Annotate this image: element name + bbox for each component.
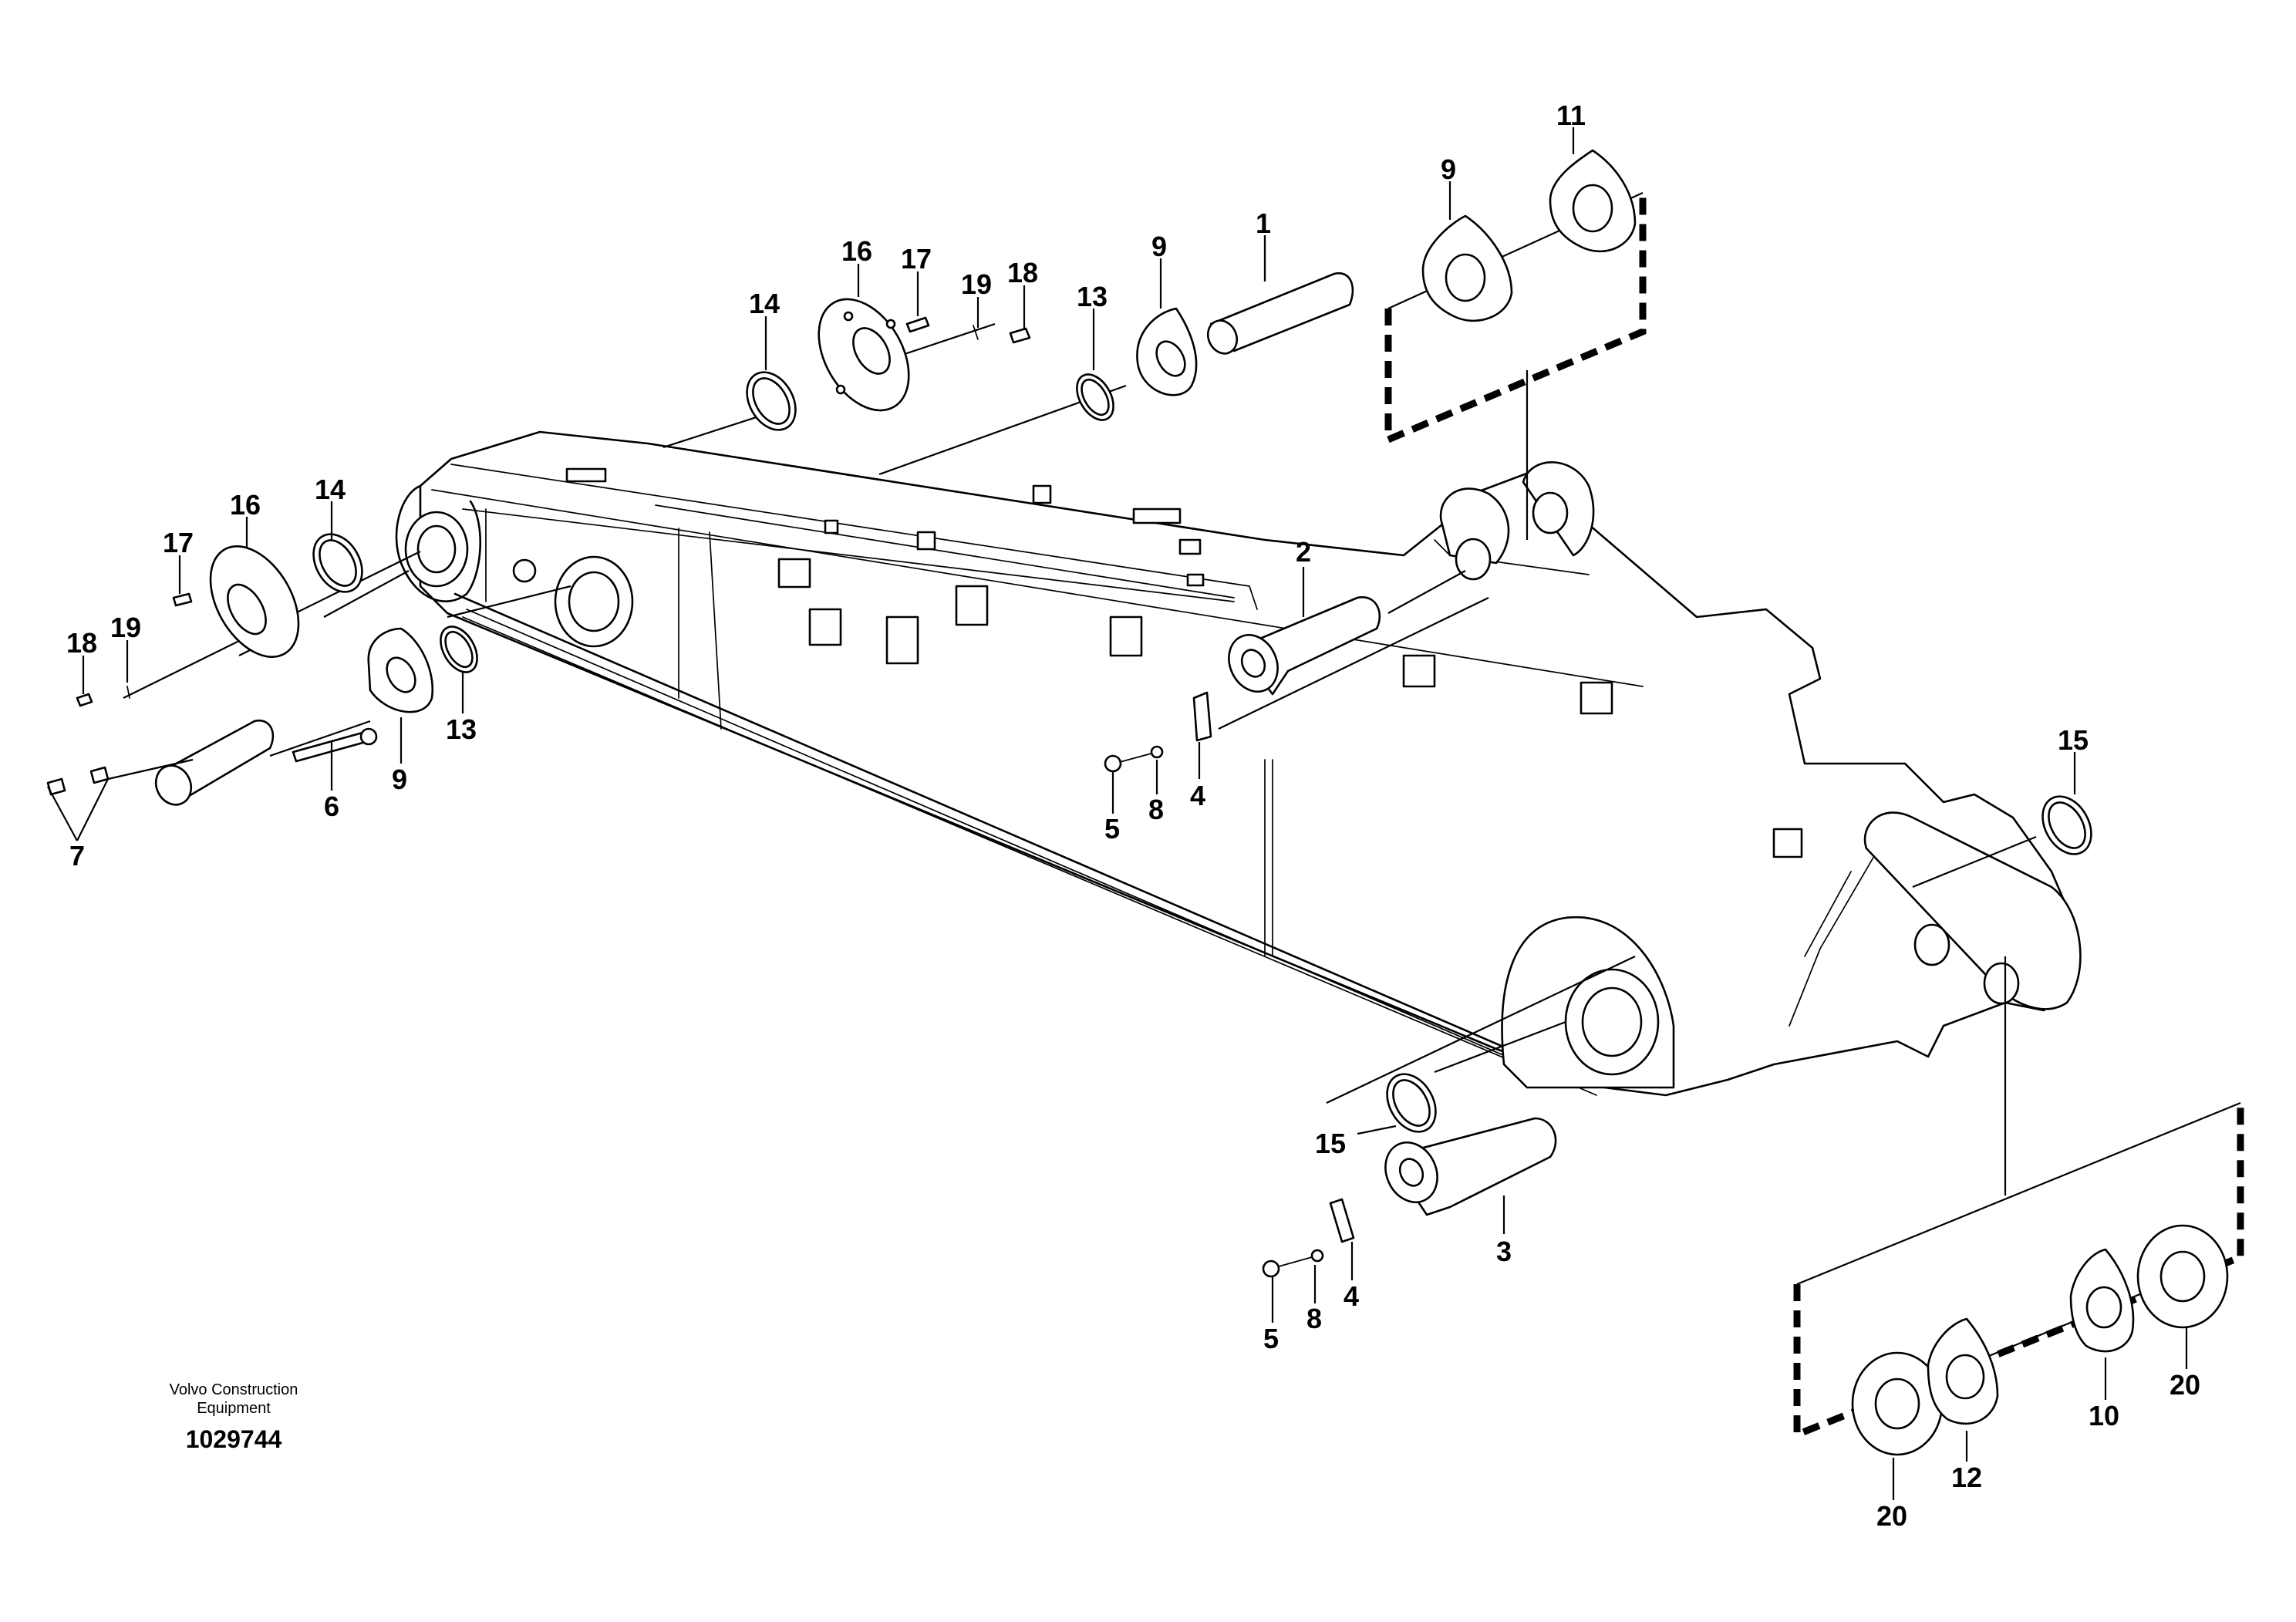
callout-5-lower: 5 [1263, 1323, 1279, 1354]
figure-number: 1029744 [185, 1425, 282, 1453]
callout-20-right: 20 [2170, 1369, 2200, 1401]
callout-labels: 1 2 3 4 4 5 5 6 7 8 8 9 9 9 10 11 12 13 … [66, 99, 2200, 1532]
callout-9-left: 9 [392, 764, 407, 795]
callout-leaders [47, 127, 2188, 1500]
part-4-lock-plate-upper [1192, 691, 1212, 742]
callout-9-upper: 9 [1151, 231, 1167, 262]
callout-14-left: 14 [315, 474, 346, 505]
callout-15-right: 15 [2058, 724, 2089, 756]
front-pin-assembly-left [46, 533, 571, 806]
callout-7: 7 [69, 840, 85, 872]
callout-6: 6 [324, 791, 339, 822]
callout-1: 1 [1256, 207, 1271, 239]
part-1-pin [1209, 271, 1354, 352]
callout-16-upper: 16 [841, 235, 872, 267]
callout-3: 3 [1496, 1236, 1512, 1267]
callout-17-left: 17 [163, 527, 194, 558]
callout-10: 10 [2089, 1400, 2119, 1431]
front-pin-assembly-upper [663, 235, 1354, 476]
callout-4-lower: 4 [1344, 1280, 1359, 1312]
callout-18-left: 18 [66, 627, 97, 659]
callout-9-shim: 9 [1441, 153, 1456, 185]
callout-12: 12 [1951, 1462, 1982, 1493]
shim-group-upper [1384, 149, 1647, 540]
callout-8-lower: 8 [1306, 1303, 1322, 1334]
callout-11: 11 [1556, 99, 1586, 131]
callout-16-left: 16 [230, 489, 261, 521]
callout-20-left: 20 [1876, 1500, 1907, 1532]
pin-2-assembly [1104, 570, 1489, 773]
shim-group-lower [1793, 956, 2244, 1456]
part-4-lock-plate-lower [1329, 1198, 1355, 1243]
callout-19-left: 19 [110, 612, 141, 643]
callout-15-lower: 15 [1315, 1128, 1346, 1159]
callout-13-left: 13 [446, 713, 477, 745]
publisher-name: Volvo Construction Equipment [169, 1381, 298, 1417]
pin-3-assembly [1262, 956, 1636, 1278]
figure-caption: Volvo Construction Equipment 1029744 [145, 1381, 322, 1454]
callout-2: 2 [1296, 536, 1311, 568]
callout-14-upper: 14 [749, 288, 780, 319]
boom-body [395, 430, 2082, 1097]
part-7-nut-b [89, 766, 110, 784]
callout-4-upper: 4 [1190, 780, 1205, 811]
callout-19-upper: 19 [961, 268, 992, 300]
callout-8-upper: 8 [1148, 794, 1164, 825]
callout-13-upper: 13 [1077, 281, 1108, 312]
callout-18-upper: 18 [1007, 257, 1038, 288]
callout-17-upper: 17 [901, 243, 932, 275]
callout-5-upper: 5 [1104, 813, 1120, 845]
